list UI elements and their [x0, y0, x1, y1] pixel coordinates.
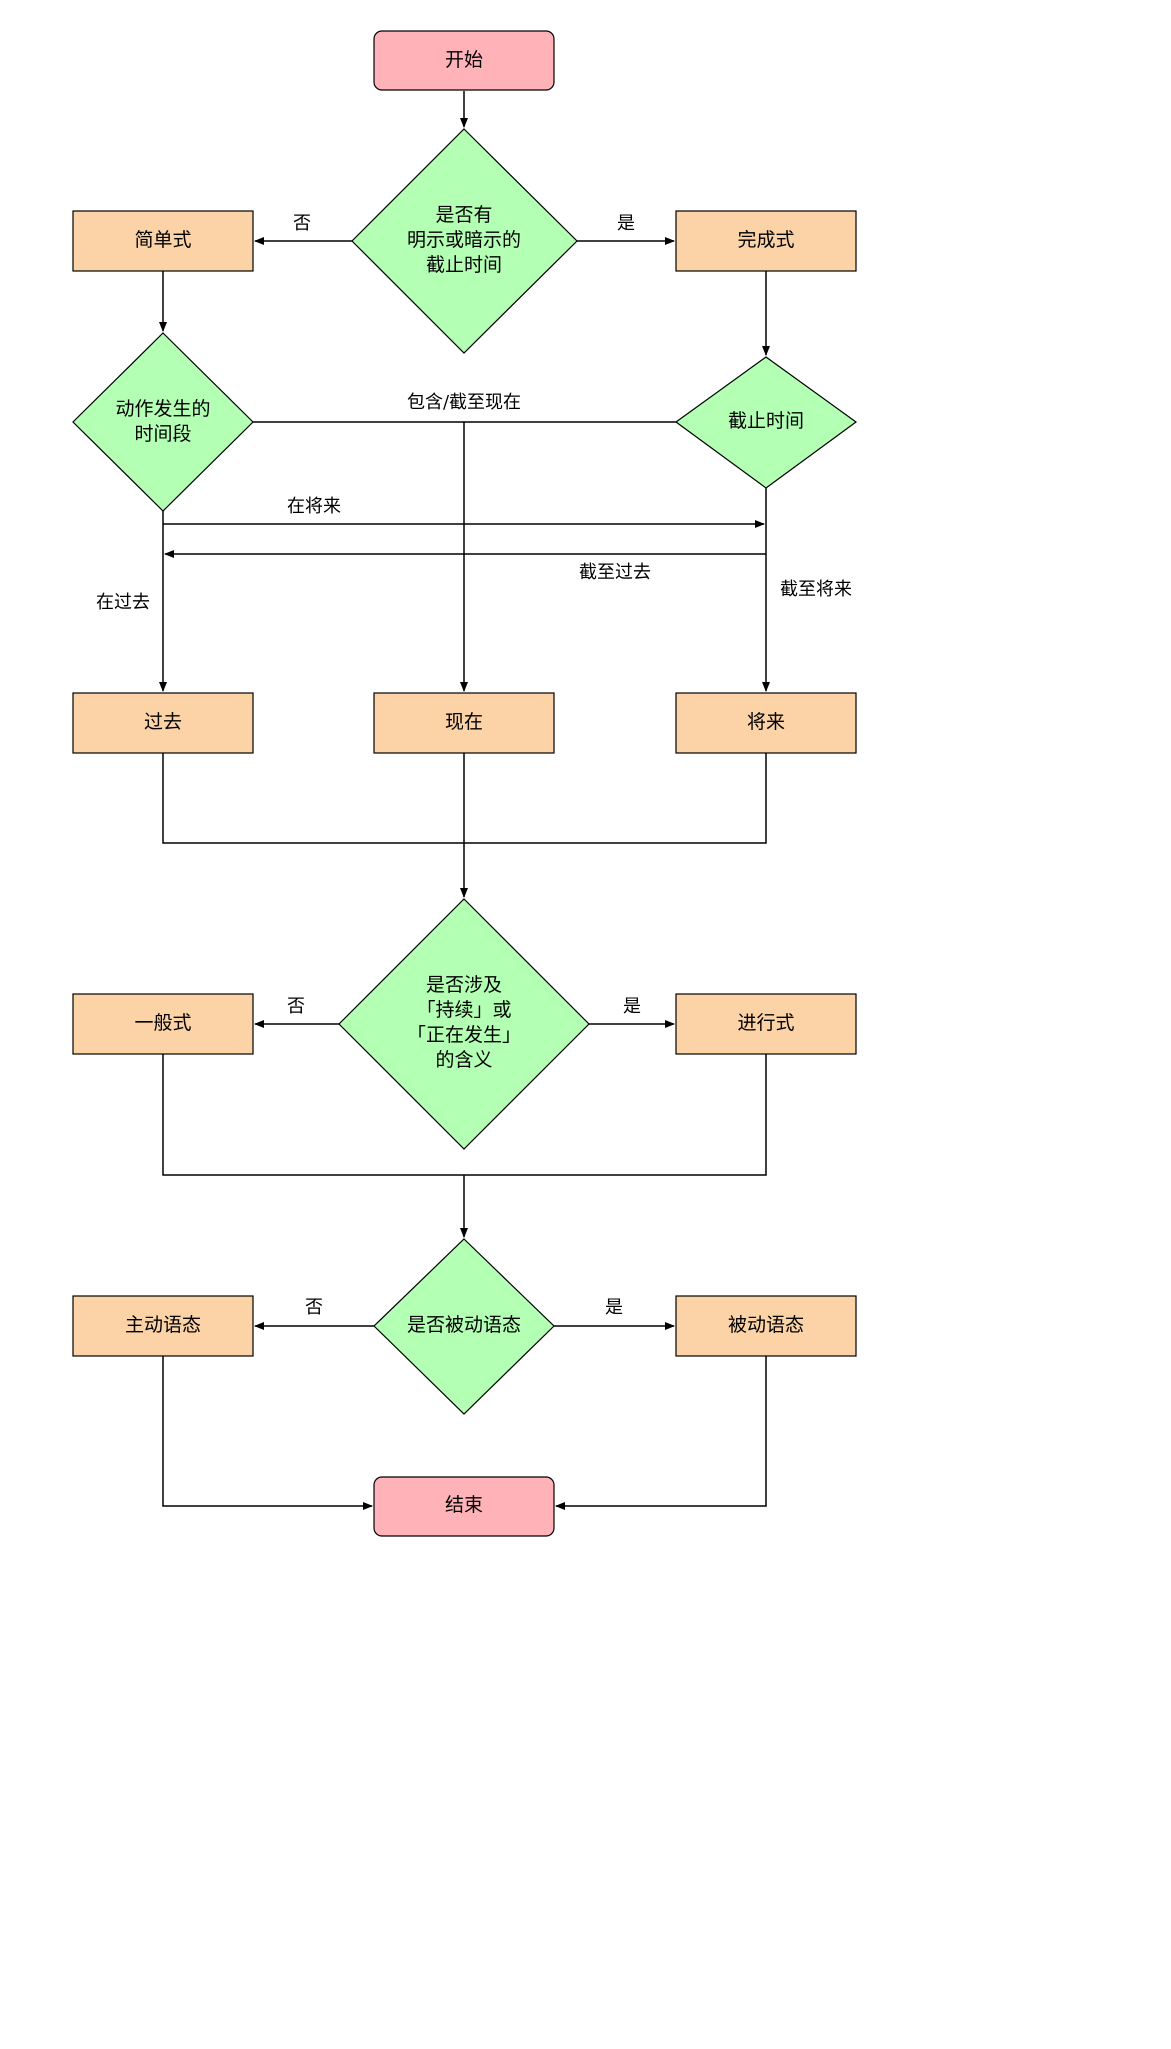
decision-deadline-line-3: 截止时间 — [426, 254, 502, 276]
label-deadline-yes: 是 — [617, 213, 635, 234]
end-label: 结束 — [445, 1494, 483, 1516]
decision-continuous: 是否涉及 「持续」或 「正在发生」 的含义 — [338, 898, 590, 1150]
decision-deadline: 是否有 明示或暗示的 截止时间 — [351, 128, 578, 354]
label-until-future: 截至将来 — [780, 579, 852, 600]
label-include-until-now: 包含/截至现在 — [407, 392, 521, 413]
edge-active-to-end — [162, 1356, 373, 1510]
active-voice-node: 主动语态 — [72, 1295, 254, 1357]
decision-passive-label: 是否被动语态 — [407, 1314, 521, 1336]
present-node: 现在 — [373, 692, 555, 754]
passive-voice-node: 被动语态 — [675, 1295, 857, 1357]
start-node: 开始 — [373, 30, 555, 91]
future-node: 将来 — [675, 692, 857, 754]
decision-period-line-1: 动作发生的 — [115, 398, 210, 420]
simple-label: 简单式 — [134, 229, 191, 251]
decision-continuous-line-1: 是否涉及 — [426, 974, 502, 996]
edge-passive-voice-to-end — [555, 1356, 767, 1510]
decision-continuous-line-4: 的含义 — [435, 1049, 492, 1071]
decision-cutoff: 截止时间 — [674, 356, 858, 489]
label-continuous-yes: 是 — [623, 996, 641, 1017]
decision-continuous-line-3: 「正在发生」 — [407, 1024, 521, 1046]
decision-continuous-line-2: 「持续」或 — [416, 999, 511, 1021]
decision-deadline-line-1: 是否有 — [435, 204, 492, 226]
end-node: 结束 — [373, 1476, 555, 1537]
active-voice-label: 主动语态 — [125, 1314, 201, 1336]
simple-node: 简单式 — [72, 210, 254, 272]
general-label: 一般式 — [134, 1012, 191, 1034]
passive-voice-label: 被动语态 — [728, 1314, 804, 1336]
progressive-node: 进行式 — [675, 993, 857, 1055]
decision-period-line-2: 时间段 — [134, 423, 191, 445]
decision-deadline-line-2: 明示或暗示的 — [407, 229, 521, 251]
label-in-past: 在过去 — [96, 592, 150, 613]
label-deadline-no: 否 — [293, 213, 311, 234]
start-label: 开始 — [445, 49, 483, 71]
label-continuous-no: 否 — [287, 996, 305, 1017]
decision-cutoff-label: 截止时间 — [728, 410, 804, 432]
perfect-node: 完成式 — [675, 210, 857, 272]
tense-flowchart: 否 是 包含/截至现在 在将来 截至过去 在过去 截至将来 否 是 否 是 开始… — [72, 30, 858, 1537]
label-passive-no: 否 — [305, 1297, 323, 1318]
label-in-future: 在将来 — [287, 496, 341, 517]
progressive-label: 进行式 — [737, 1012, 794, 1034]
future-label: 将来 — [747, 711, 785, 733]
decision-period: 动作发生的 时间段 — [72, 332, 254, 512]
perfect-label: 完成式 — [737, 229, 794, 251]
past-label: 过去 — [144, 711, 182, 733]
past-node: 过去 — [72, 692, 254, 754]
present-label: 现在 — [445, 711, 483, 733]
decision-passive: 是否被动语态 — [373, 1238, 555, 1415]
general-node: 一般式 — [72, 993, 254, 1055]
label-until-past: 截至过去 — [579, 562, 651, 583]
label-passive-yes: 是 — [605, 1297, 623, 1318]
